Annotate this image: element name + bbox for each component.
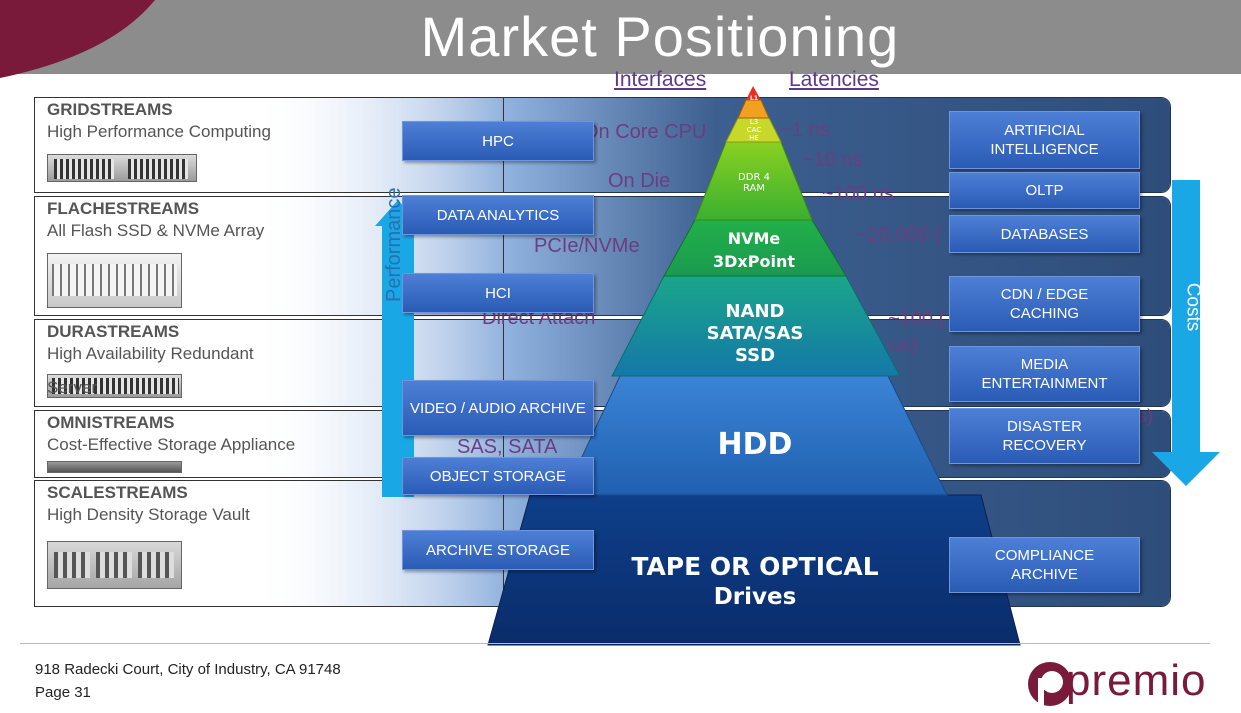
row-desc: High Availability Redundant xyxy=(47,344,254,363)
disaster-recovery-box[interactable]: DISASTER RECOVERY xyxy=(949,408,1140,464)
latency-10ns: ~10 ns xyxy=(802,149,863,171)
on-die-text: On Die xyxy=(608,170,671,192)
latency-20000: ~20,000 ( xyxy=(856,224,942,246)
row-desc: All Flash SSD & NVMe Array xyxy=(47,221,265,240)
pyramid-tape-label: TAPE OR OPTICAL xyxy=(631,552,879,581)
server-image xyxy=(47,541,182,589)
archive-storage-box[interactable]: ARCHIVE STORAGE xyxy=(402,530,594,570)
row-scalestreams[interactable]: SCALESTREAMS High Density Storage Vault xyxy=(34,480,504,607)
hpc-box[interactable]: HPC xyxy=(402,121,594,161)
footer-divider xyxy=(20,643,1210,644)
server-image xyxy=(47,253,182,308)
pyramid-nand-label-3: SSD xyxy=(734,345,776,366)
row-name: SCALESTREAMS xyxy=(47,483,188,502)
latency-100k: ~100,( xyxy=(888,308,946,330)
pyramid-l3-label: L3 CAC HE xyxy=(746,118,762,142)
row-desc: High Density Storage Vault xyxy=(47,505,250,524)
footer-page-number: Page 31 xyxy=(35,684,91,701)
pyramid-ddr-label: DDR 4 RAM xyxy=(738,172,770,194)
row-name: GRIDSTREAMS xyxy=(47,100,173,119)
premio-logo: premio xyxy=(1066,656,1207,705)
pyramid-hdd-label: HDD xyxy=(717,427,793,462)
latency-100ns: ~100 ns xyxy=(822,183,894,205)
oltp-box[interactable]: OLTP xyxy=(949,172,1140,209)
row-desc: Cost-Effective Storage Appliance xyxy=(47,435,296,454)
server-image xyxy=(47,154,197,182)
media-entertainment-box[interactable]: MEDIA ENTERTAINMENT xyxy=(949,346,1140,402)
video-audio-archive-box[interactable]: VIDEO / AUDIO ARCHIVE xyxy=(402,380,594,436)
header-bar xyxy=(0,0,1241,74)
footer-address: 918 Radecki Court, City of Industry, CA … xyxy=(35,661,341,678)
hci-box[interactable]: HCI xyxy=(402,273,594,313)
row-name: OMNISTREAMS xyxy=(47,413,175,432)
cdn-edge-caching-box[interactable]: CDN / EDGE CACHING xyxy=(949,276,1140,332)
corner-decoration xyxy=(0,0,155,78)
pyramid-nvme-label: NVMe xyxy=(727,229,781,248)
row-gridstreams[interactable]: GRIDSTREAMS High Performance Computing xyxy=(34,97,504,193)
latency-1ns: ~1 ns xyxy=(780,119,830,141)
row-desc: High Performance Computing xyxy=(47,122,271,141)
object-storage-box[interactable]: OBJECT STORAGE xyxy=(402,457,594,495)
pyramid-l1-label: L1 xyxy=(750,95,758,102)
pyramid-tape-label-2: Drives xyxy=(713,584,797,610)
artificial-intelligence-box[interactable]: ARTIFICIAL INTELLIGENCE xyxy=(949,111,1140,169)
pcie-nvme-text: PCIe/NVMe xyxy=(534,235,640,257)
pyramid-nand-label-2: SATA/SAS xyxy=(706,323,804,344)
slide-title: Market Positioning xyxy=(420,5,900,68)
compliance-archive-box[interactable]: COMPLIANCE ARCHIVE xyxy=(949,537,1140,593)
server-image xyxy=(47,374,182,398)
latency-us: us) xyxy=(890,335,918,357)
data-analytics-box[interactable]: DATA ANALYTICS xyxy=(402,195,594,235)
premio-logo-icon xyxy=(1028,662,1070,708)
latencies-link[interactable]: Latencies xyxy=(789,68,879,91)
row-desc-2: Server xyxy=(47,378,98,397)
pyramid-nand-label: NAND xyxy=(725,301,785,322)
sas-sata-text: SAS, SATA xyxy=(457,436,558,458)
server-image xyxy=(47,461,182,473)
databases-box[interactable]: DATABASES xyxy=(949,215,1140,253)
interfaces-link[interactable]: Interfaces xyxy=(614,68,707,91)
pyramid-nvme-label-2: 3DxPoint xyxy=(713,252,795,271)
row-name: DURASTREAMS xyxy=(47,322,180,341)
on-core-cpu-text: On Core CPU xyxy=(583,121,707,143)
row-name: FLACHESTREAMS xyxy=(47,199,200,218)
